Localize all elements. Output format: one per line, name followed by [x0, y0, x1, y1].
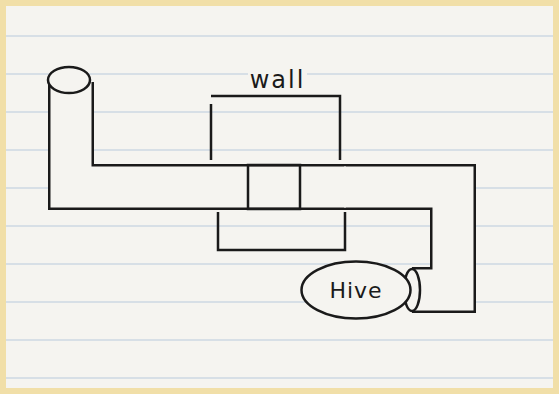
hive-ellipse: Hive: [300, 260, 412, 320]
ruled-lines: [6, 6, 553, 388]
hive-ellipse-line: [302, 262, 411, 319]
paper-sheet: [6, 6, 553, 388]
hive-label: Hive: [329, 278, 382, 303]
wall-block: [248, 165, 300, 209]
pipe-opening: [48, 67, 90, 93]
pipe-inside: [71, 82, 347, 187]
wall-region: wall: [205, 62, 350, 254]
wall-label: wall: [248, 66, 308, 94]
pipe-outline: [71, 82, 346, 187]
wall-lower: [218, 212, 345, 250]
wall-upper: [211, 96, 340, 160]
